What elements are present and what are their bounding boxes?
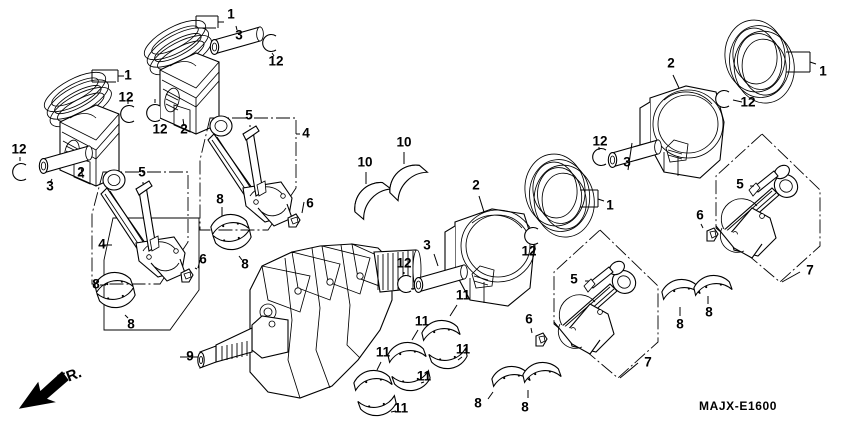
callout-22: 10: [396, 135, 411, 150]
callout-45: 5: [570, 272, 578, 287]
callout-5: 12: [118, 90, 133, 105]
callout-10: 12: [11, 142, 26, 157]
main-bearing-3: [386, 338, 429, 369]
callout-48: 8: [474, 396, 482, 411]
callout-31: 11: [376, 345, 391, 360]
callout-42: 7: [806, 263, 814, 278]
piston-assembly-right: [592, 19, 817, 179]
callout-7: 2: [180, 122, 188, 137]
connecting-rod-right-lower: [553, 270, 637, 355]
piston-pin-clip-right: [592, 147, 607, 167]
callout-23: 2: [472, 178, 480, 193]
callout-21: 10: [357, 155, 372, 170]
callout-41: 6: [696, 208, 704, 223]
piston-pin-clip-right2: [715, 89, 730, 109]
connecting-rod-bolt-right-upper: [748, 164, 790, 197]
fr-direction-arrow: [18, 371, 69, 409]
callout-15: 6: [306, 196, 314, 211]
piston-pin-clip-b2: [146, 103, 161, 123]
callout-25: 3: [423, 238, 431, 253]
callout-32: 11: [417, 369, 432, 384]
fr-label: FR.: [55, 364, 84, 389]
piston-right: [639, 85, 725, 179]
thrust-washer-left: [349, 179, 397, 222]
connecting-rod-bolt-upper: [242, 125, 267, 197]
connecting-rod-nut-upper: [287, 213, 301, 228]
callout-2: 3: [235, 28, 243, 43]
piston-assembly-left-front: [12, 64, 124, 187]
callout-47: 7: [644, 355, 652, 370]
piston-pin-clip-b: [262, 33, 277, 53]
callout-4: 1: [124, 68, 132, 83]
connecting-rod-nut-right-upper: [706, 227, 719, 242]
connecting-rod-lower-left: [100, 169, 186, 282]
connecting-rod-bolt-lower-left: [135, 180, 160, 252]
callout-35: 12: [592, 134, 607, 149]
callout-40: 5: [736, 177, 744, 192]
callout-46: 6: [525, 312, 533, 327]
main-bearing-5: [352, 366, 395, 397]
callout-33: 11: [456, 342, 471, 357]
main-bearing-6: [355, 389, 398, 420]
callout-24: 1: [606, 198, 614, 213]
callout-9: 4: [302, 126, 310, 141]
callout-13: 5: [138, 165, 146, 180]
piston-pin-clip-center: [397, 274, 412, 294]
callout-8: 5: [245, 108, 253, 123]
callout-20: 8: [127, 317, 135, 332]
diagram-part-number: MAJX-E1600: [699, 399, 777, 413]
connecting-rod-bearing-right-lower-2: [521, 358, 564, 389]
callout-6: 12: [152, 122, 167, 137]
callout-39: 12: [740, 95, 755, 110]
callout-3: 12: [268, 54, 283, 69]
piston-pin-clip-a: [12, 162, 27, 182]
piston-pin-clip-b3: [120, 104, 135, 124]
callout-28: 9: [186, 349, 194, 364]
piston-pin-right: [607, 139, 662, 168]
callout-27: 12: [521, 244, 536, 259]
callout-44: 8: [705, 305, 713, 320]
callout-16: 8: [241, 257, 249, 272]
callout-34: 11: [394, 401, 409, 416]
connecting-rod-nut-right-lower: [535, 332, 548, 347]
callout-numbers: 1 3 12 1 12 12 2 5 4 12 3 2 5 8 6 8 4 6 …: [11, 7, 827, 416]
callout-11: 3: [46, 179, 54, 194]
callout-18: 6: [199, 252, 207, 267]
callout-37: 2: [667, 56, 675, 71]
callout-36: 3: [623, 155, 631, 170]
connecting-rod-assembly-upper: [199, 115, 305, 261]
connecting-rod-nut-lower-left: [180, 268, 194, 283]
piston-center: [444, 208, 536, 307]
connecting-rod-right-upper: [715, 174, 799, 259]
callout-1: 1: [227, 7, 235, 22]
piston-ring-set-right: [724, 19, 795, 104]
callout-12: 2: [77, 165, 85, 180]
callout-30: 11: [415, 314, 430, 329]
callout-17: 4: [98, 237, 106, 252]
callout-43: 8: [676, 317, 684, 332]
piston-pin-clip-center2: [524, 226, 539, 246]
callout-49: 8: [521, 400, 529, 415]
connecting-rod-bolt-right-lower: [583, 260, 625, 293]
connecting-rod-set-upper-right: [660, 133, 821, 316]
callout-26: 12: [396, 256, 411, 271]
connecting-rod-assembly-lower-left: [91, 169, 201, 331]
connecting-rod-set-lower-right: [487, 229, 659, 400]
callout-29: 11: [456, 288, 471, 303]
thrust-washer-right: [385, 162, 432, 203]
callout-19: 8: [92, 277, 100, 292]
piston-assembly-center: [397, 153, 605, 307]
callout-38: 1: [819, 64, 827, 79]
connecting-rod-bearing-right-upper-2: [692, 271, 735, 302]
callout-14: 8: [216, 192, 224, 207]
